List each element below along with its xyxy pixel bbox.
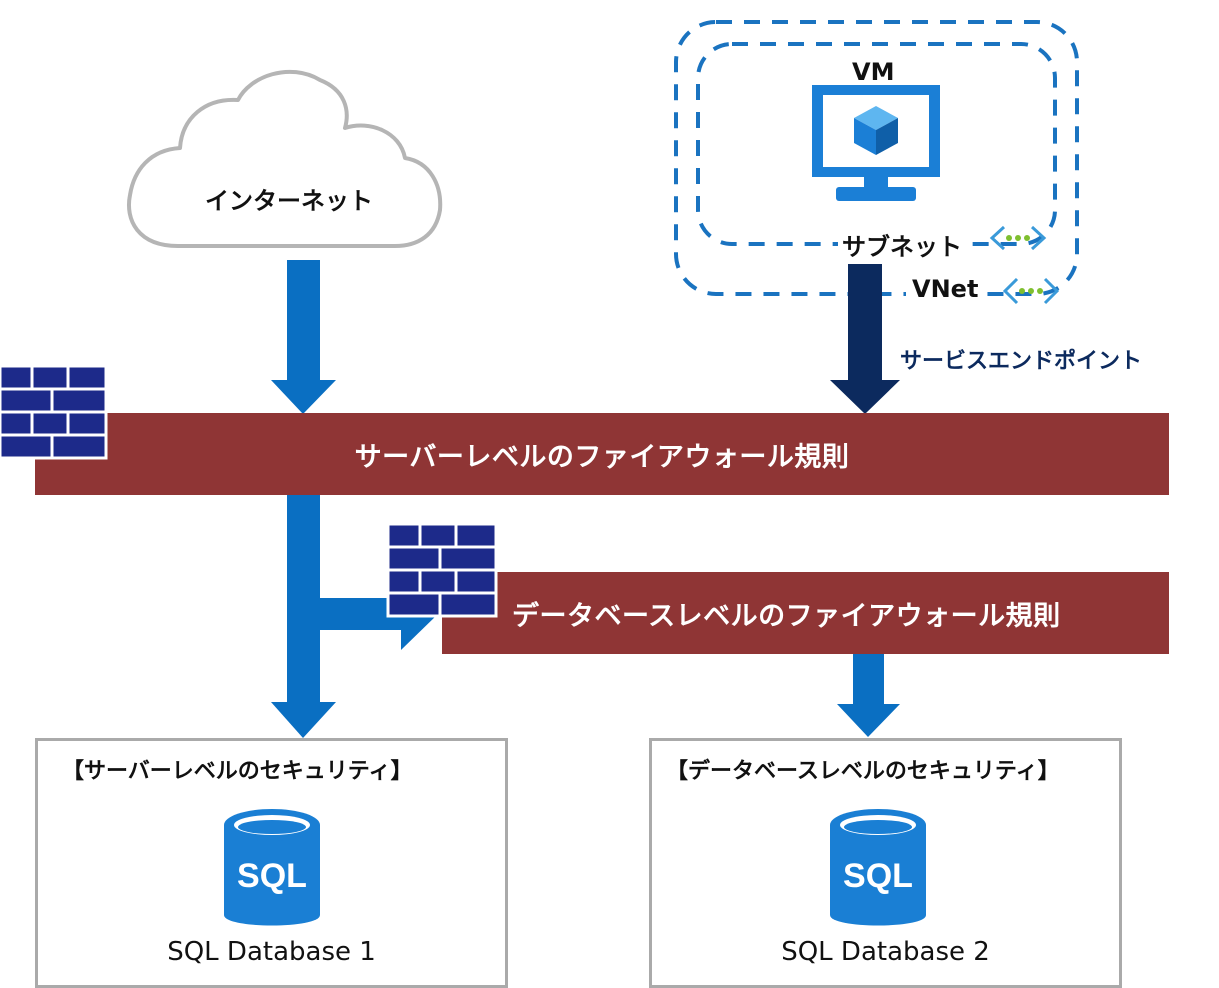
sql-icon-text: SQL — [237, 857, 307, 895]
server-firewall-label: サーバーレベルのファイアウォール規則 — [354, 441, 850, 473]
database-box-title: 【サーバーレベルのセキュリティ】 — [62, 759, 413, 784]
subnet-label: サブネット — [838, 227, 966, 262]
server-firewall-bar: サーバーレベルのファイアウォール規則 — [35, 413, 1169, 495]
sql-icon-text: SQL — [843, 857, 913, 895]
database-firewall-label: データベースレベルのファイアウォール規則 — [512, 600, 1061, 632]
db-firewall-to-db2-arrow — [837, 653, 900, 737]
database-box-title: 【データベースレベルのセキュリティ】 — [666, 759, 1060, 784]
service-endpoint-arrow — [830, 264, 900, 414]
vm-label: VM — [852, 58, 895, 86]
vnet-label: VNet — [906, 275, 985, 303]
database-name: SQL Database 1 — [167, 937, 376, 967]
service-endpoint-label: サービスエンドポイント — [900, 349, 1143, 374]
sql-database-icon: SQL — [830, 809, 926, 926]
database-name: SQL Database 2 — [781, 937, 990, 967]
sql-database-icon: SQL — [224, 809, 320, 926]
server-to-db1-arrow — [271, 494, 336, 738]
database-box-2: 【データベースレベルのセキュリティ】 SQL SQL Database 2 — [649, 738, 1122, 988]
database-box-1: 【サーバーレベルのセキュリティ】 SQL SQL Database 1 — [35, 738, 508, 988]
database-firewall-bar: データベースレベルのファイアウォール規則 — [442, 572, 1169, 654]
internet-arrow — [271, 260, 336, 414]
internet-label: インターネット — [205, 187, 373, 215]
